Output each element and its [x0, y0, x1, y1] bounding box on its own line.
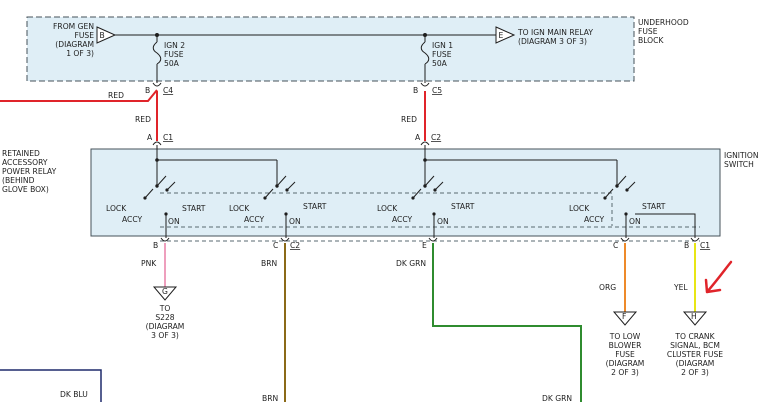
svg-text:ACCY: ACCY	[244, 215, 265, 224]
red-wires: RED RED RED	[0, 89, 426, 141]
svg-text:F: F	[622, 312, 626, 321]
dk-grn-wire: DK GRN DK GRN	[396, 243, 582, 402]
connector-icon	[620, 237, 630, 242]
side-red-label: RED	[108, 91, 124, 100]
c5-connector: B C5	[413, 82, 442, 95]
svg-text:ACCY: ACCY	[584, 215, 605, 224]
switch-c2-connector: A C2	[415, 133, 441, 146]
connector-icon	[152, 82, 162, 87]
svg-text:ACCY: ACCY	[392, 215, 413, 224]
svg-text:B: B	[684, 241, 689, 250]
fuse-icon	[152, 41, 162, 65]
to-ign-main-pin: E	[499, 31, 504, 40]
svg-text:LOCK: LOCK	[106, 204, 127, 213]
from-gen-connector-icon	[96, 26, 117, 44]
svg-text:C2: C2	[290, 241, 300, 250]
switch-contact-1: LOCK ACCY START ON	[106, 175, 206, 238]
svg-text:START: START	[303, 202, 327, 211]
connector-icon	[690, 237, 700, 242]
svg-text:C5: C5	[432, 86, 442, 95]
switch-c1-connector: A C1	[147, 133, 173, 146]
svg-text:DK GRN: DK GRN	[542, 394, 572, 402]
svg-text:C2: C2	[431, 133, 441, 142]
connector-icon	[428, 237, 438, 242]
svg-text:LOCK: LOCK	[229, 204, 250, 213]
fuse-block-box	[26, 16, 635, 82]
svg-text:B: B	[413, 86, 418, 95]
svg-text:G: G	[162, 287, 168, 296]
fuse-icon	[420, 41, 430, 65]
connector-g-icon	[152, 286, 178, 301]
svg-text:ACCY: ACCY	[122, 215, 143, 224]
svg-text:BRN: BRN	[261, 259, 277, 268]
svg-text:H: H	[691, 312, 697, 321]
svg-text:YEL: YEL	[673, 283, 688, 292]
svg-text:BRN: BRN	[262, 394, 278, 402]
svg-text:A: A	[147, 133, 153, 142]
dk-blu-wire: DK BLU	[0, 369, 102, 402]
svg-text:ON: ON	[168, 217, 180, 226]
svg-text:C: C	[273, 241, 278, 250]
svg-text:C: C	[613, 241, 618, 250]
connector-icon	[280, 237, 290, 242]
connector-icon	[160, 237, 170, 242]
connector-f-icon	[612, 311, 638, 326]
svg-text:DK GRN: DK GRN	[396, 259, 426, 268]
svg-text:ON: ON	[289, 217, 301, 226]
red-wire-c2-label: RED	[401, 115, 417, 124]
svg-text:E: E	[422, 241, 427, 250]
annotation-arrow-icon	[704, 260, 733, 294]
switch-out-connectors: B C C2 E C B C1	[153, 237, 710, 250]
to-ign-main-connector-icon	[495, 26, 516, 44]
switch-contact-3: LOCK ACCY START ON	[377, 175, 475, 238]
from-gen-pin: B	[100, 31, 105, 40]
retained-relay-red-wire	[0, 89, 158, 102]
connector-icon	[420, 141, 430, 146]
start-contact-line	[635, 213, 696, 238]
svg-text:C1: C1	[700, 241, 710, 250]
connector-icon	[152, 141, 162, 146]
svg-text:LOCK: LOCK	[377, 204, 398, 213]
red-wire-c1-label: RED	[135, 115, 151, 124]
svg-text:START: START	[642, 202, 666, 211]
svg-text:ON: ON	[437, 217, 449, 226]
brn-wire: BRN BRN	[261, 243, 286, 402]
mechanical-link-dashed	[160, 192, 613, 226]
svg-text:B: B	[153, 241, 158, 250]
svg-text:B: B	[145, 86, 150, 95]
connector-icon	[420, 82, 430, 87]
svg-text:PNK: PNK	[141, 259, 157, 268]
svg-text:START: START	[451, 202, 475, 211]
svg-text:ON: ON	[629, 217, 641, 226]
switch-contact-2: LOCK ACCY START ON	[229, 175, 327, 238]
svg-text:DK BLU: DK BLU	[60, 390, 88, 399]
switch-contact-4: LOCK ACCY START ON	[569, 175, 696, 238]
svg-text:C1: C1	[163, 133, 173, 142]
c4-connector: B C4	[145, 82, 173, 95]
to-ign-main-label: TO IGN MAIN RELAY(DIAGRAM 3 OF 3)	[517, 28, 593, 46]
connector-h-icon	[682, 311, 708, 326]
svg-text:START: START	[182, 204, 206, 213]
svg-text:ORG: ORG	[599, 283, 616, 292]
svg-text:LOCK: LOCK	[569, 204, 590, 213]
svg-text:A: A	[415, 133, 421, 142]
svg-text:C4: C4	[163, 86, 173, 95]
